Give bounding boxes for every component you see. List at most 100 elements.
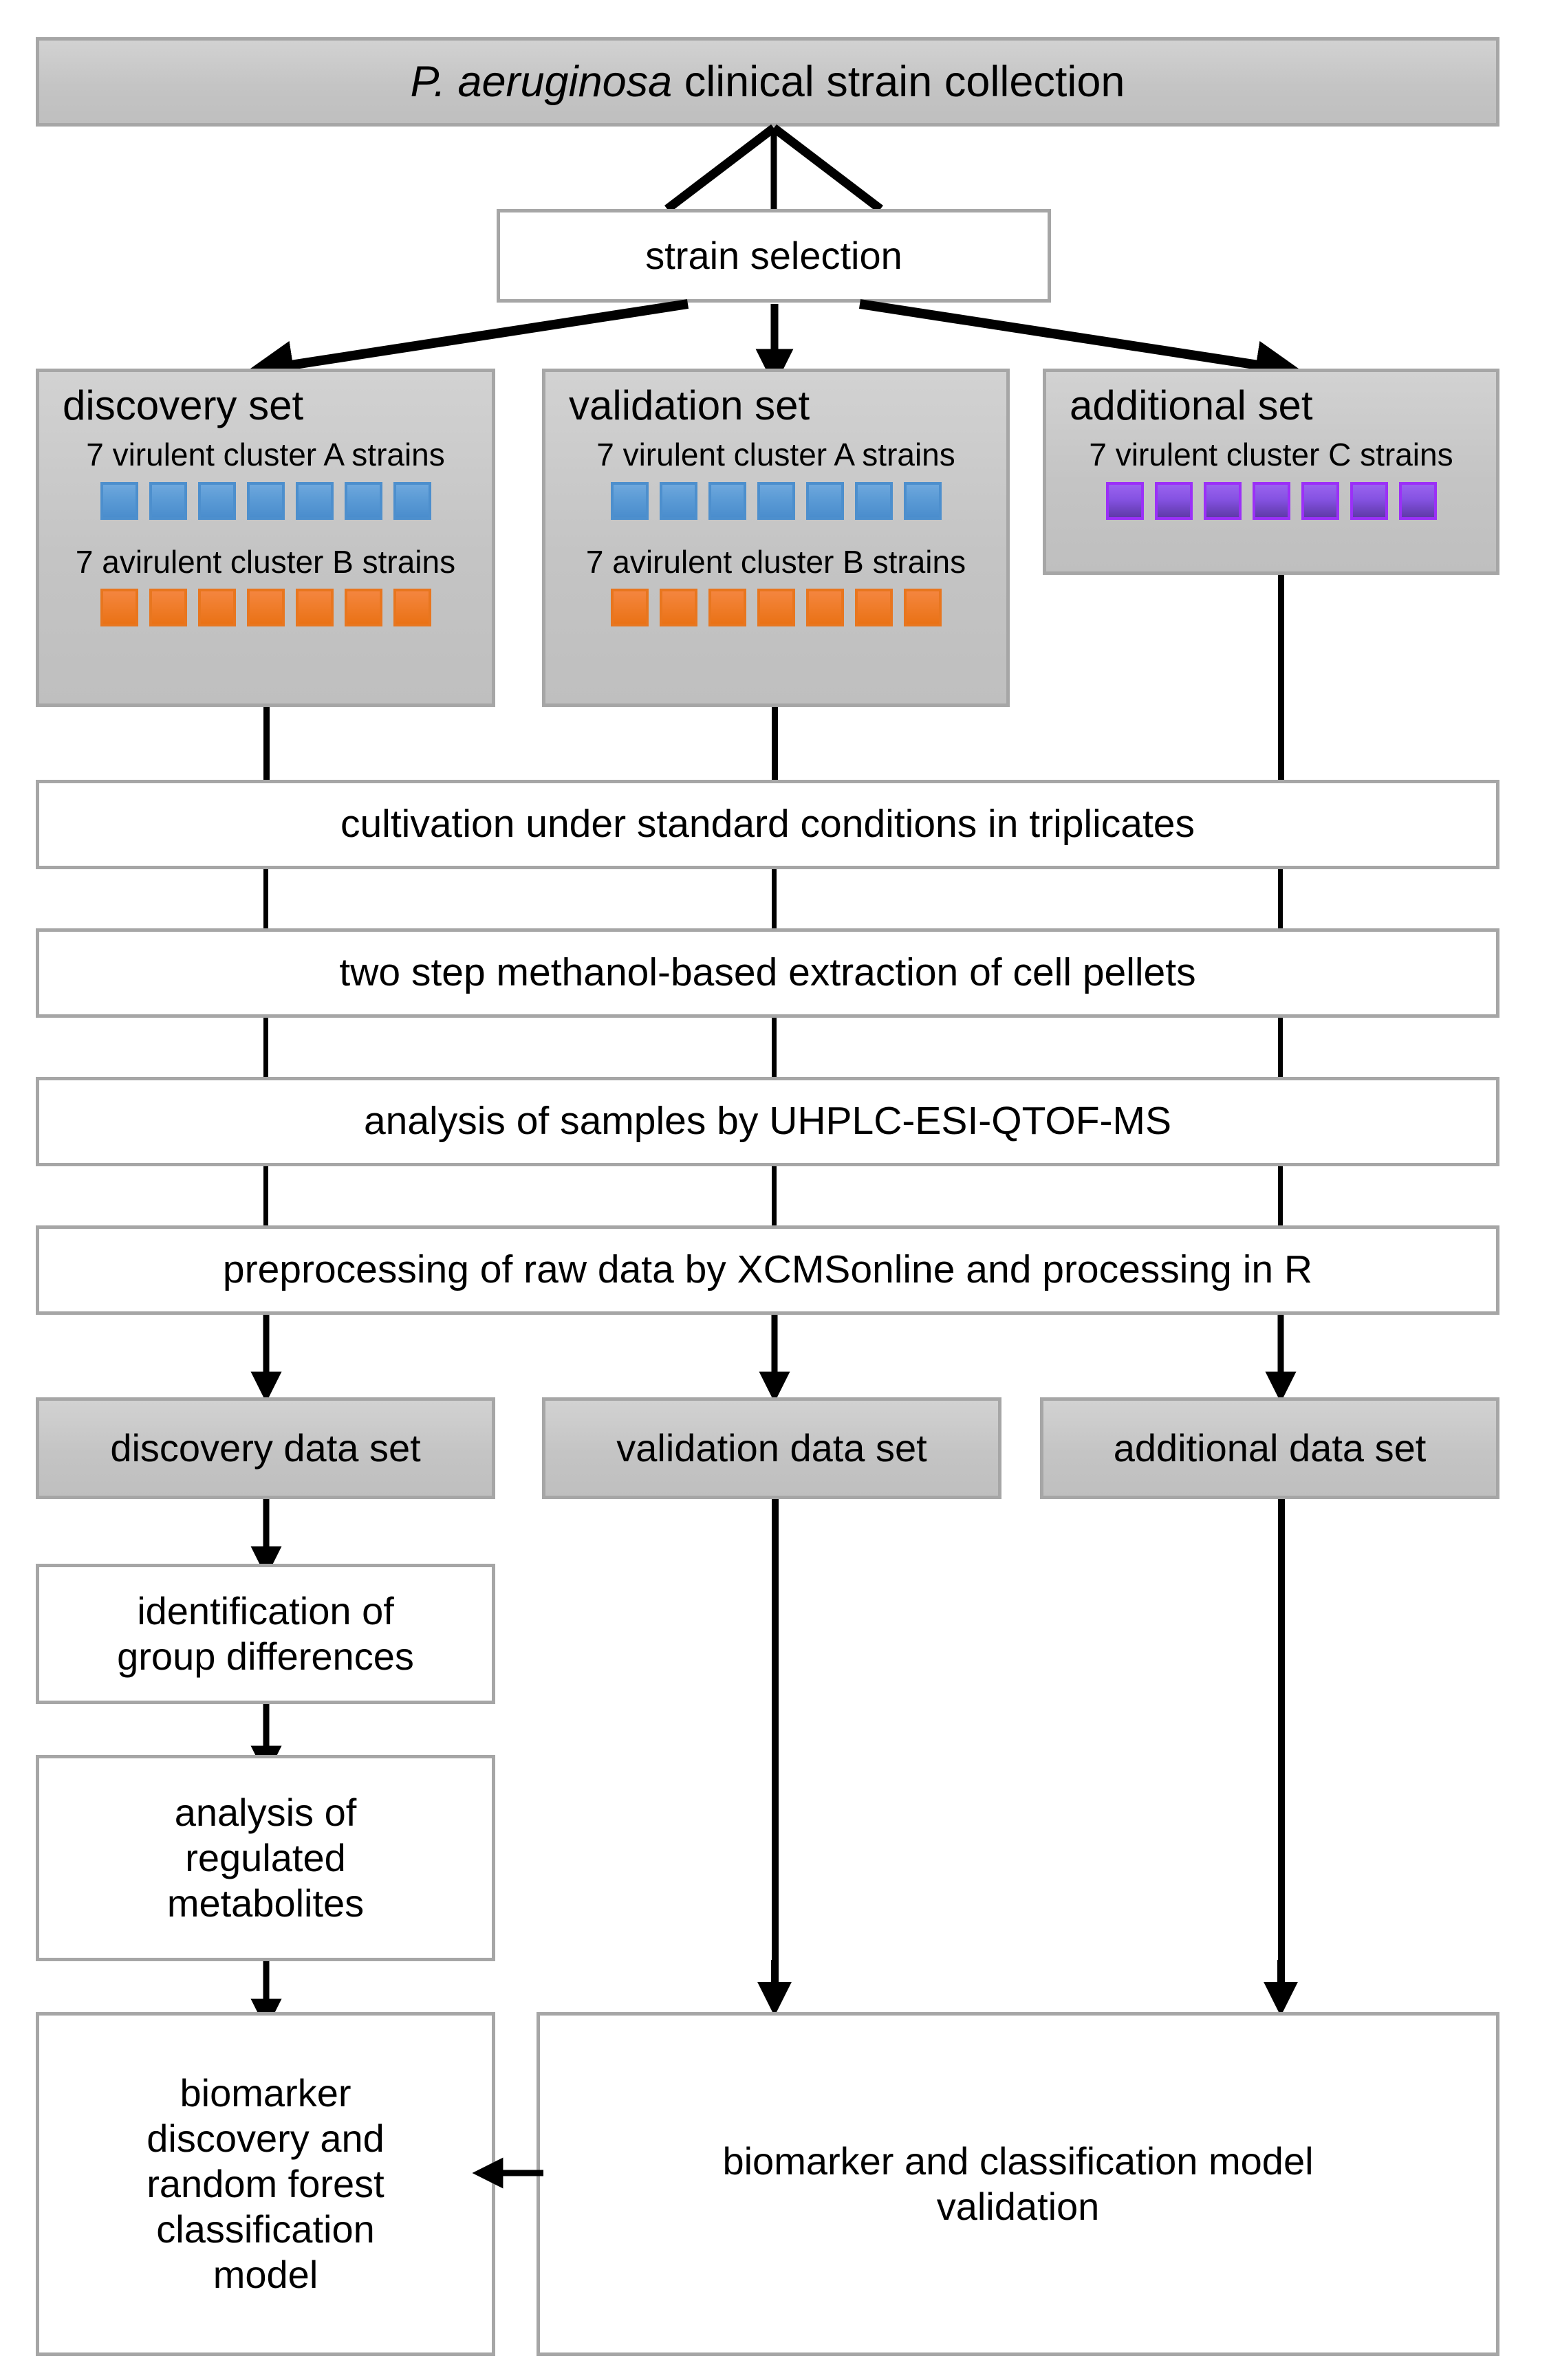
connector-step2-step3-left xyxy=(263,1018,268,1077)
connector-additional-dataset-long xyxy=(1278,1499,1285,1989)
connector-step2-step3-mid xyxy=(772,1018,777,1077)
node-analysis-line-1: regulated xyxy=(185,1835,346,1879)
strain-chip xyxy=(246,481,285,520)
connector-step3-step4-left xyxy=(263,1166,268,1225)
strain-chip xyxy=(197,481,236,520)
node-ms-analysis-label: analysis of samples by UHPLC-ESI-QTOF-MS xyxy=(363,1099,1172,1144)
connector-selection-to-sets xyxy=(245,299,1304,389)
strain-chip xyxy=(393,481,431,520)
node-validation-data-set-label: validation data set xyxy=(616,1426,927,1470)
connector-step3-step4-right xyxy=(1278,1166,1283,1225)
node-biomarker-line-4: model xyxy=(213,2253,318,2297)
node-strain-selection-label: strain selection xyxy=(645,233,902,277)
strain-chip xyxy=(1398,481,1437,520)
strain-chip xyxy=(903,481,942,520)
node-cultivation: cultivation under standard conditions in… xyxy=(36,780,1499,869)
node-discovery-data-set: discovery data set xyxy=(36,1397,495,1499)
strain-chip xyxy=(100,589,138,627)
node-strain-collection: P. aeruginosa clinical strain collection xyxy=(36,37,1499,127)
set-additional: additional set 7 virulent cluster C stra… xyxy=(1043,369,1499,575)
strain-chip xyxy=(757,481,795,520)
set-validation-group-1-chips xyxy=(610,589,942,627)
connector-step1-step2-mid xyxy=(772,869,777,928)
node-cultivation-label: cultivation under standard conditions in… xyxy=(340,802,1195,847)
node-strain-collection-label: P. aeruginosa clinical strain collection xyxy=(411,56,1125,107)
strain-chip xyxy=(197,589,236,627)
node-identification-line-1: group differences xyxy=(117,1635,414,1678)
strain-chip xyxy=(757,589,795,627)
set-discovery-group-0-label: 7 virulent cluster A strains xyxy=(86,437,445,472)
strain-chip xyxy=(1252,481,1290,520)
node-validation-data-set: validation data set xyxy=(542,1397,1001,1499)
strain-chip xyxy=(659,589,697,627)
strain-chip xyxy=(246,589,285,627)
node-analysis-line-2: metabolites xyxy=(166,1881,365,1925)
node-additional-data-set-label: additional data set xyxy=(1113,1426,1427,1470)
strain-chip xyxy=(708,589,746,627)
set-discovery-group-0-chips xyxy=(100,481,431,520)
connector-step3-step4-mid xyxy=(772,1166,777,1225)
strain-chip xyxy=(1154,481,1193,520)
strain-chip xyxy=(854,589,893,627)
strain-chip xyxy=(1105,481,1144,520)
strain-chip xyxy=(854,481,893,520)
strain-chip xyxy=(659,481,697,520)
set-validation-group-1-label: 7 avirulent cluster B strains xyxy=(585,543,966,580)
node-analysis-regulated-metabolites: analysis of regulated metabolites xyxy=(36,1755,495,1961)
node-biomarker-line-3: classification xyxy=(156,2207,375,2251)
node-biomarker-line-2: random forest xyxy=(147,2161,384,2205)
set-validation-group-0-label: 7 virulent cluster A strains xyxy=(596,437,955,472)
node-validation-result-line-1: validation xyxy=(936,2185,1100,2228)
node-biomarker-discovery-random-forest: biomarker discovery and random forest cl… xyxy=(36,2012,495,2356)
strain-chip xyxy=(100,481,138,520)
strain-chip xyxy=(149,481,187,520)
connector-validation-to-cultivation xyxy=(772,707,778,780)
species-name-italic: P. aeruginosa xyxy=(410,57,673,106)
set-additional-group-0-chips xyxy=(1105,481,1437,520)
node-ms-analysis: analysis of samples by UHPLC-ESI-QTOF-MS xyxy=(36,1077,1499,1166)
node-preprocessing: preprocessing of raw data by XCMSonline … xyxy=(36,1225,1499,1315)
connector-selection-to-collection xyxy=(664,124,883,213)
node-biomarker-line-1: discovery and xyxy=(147,2116,384,2160)
node-identification-group-differences: identification of group differences xyxy=(36,1564,495,1704)
node-biomarker-classification-validation: biomarker and classification model valid… xyxy=(537,2012,1499,2356)
set-validation: validation set 7 virulent cluster A stra… xyxy=(542,369,1010,707)
connector-preprocessing-to-datasets xyxy=(250,1315,1297,1403)
connector-discovery-to-cultivation xyxy=(263,707,270,780)
node-additional-data-set: additional data set xyxy=(1040,1397,1499,1499)
node-analysis-line-0: analysis of xyxy=(174,1790,357,1834)
node-biomarker-line-0: biomarker xyxy=(180,2071,351,2115)
strain-chip xyxy=(708,481,746,520)
set-discovery-title: discovery set xyxy=(63,382,304,428)
node-identification-line-0: identification of xyxy=(137,1589,394,1633)
node-extraction: two step methanol-based extraction of ce… xyxy=(36,928,1499,1018)
node-validation-result-line-0: biomarker and classification model xyxy=(722,2139,1314,2183)
node-strain-selection: strain selection xyxy=(497,209,1051,303)
node-extraction-label: two step methanol-based extraction of ce… xyxy=(339,950,1196,995)
set-validation-title: validation set xyxy=(569,382,810,428)
strain-chip xyxy=(805,589,844,627)
strain-chip xyxy=(903,589,942,627)
species-name-rest: clinical strain collection xyxy=(672,57,1125,106)
node-discovery-data-set-label: discovery data set xyxy=(110,1426,421,1470)
connector-step1-step2-left xyxy=(263,869,268,928)
set-discovery: discovery set 7 virulent cluster A strai… xyxy=(36,369,495,707)
strain-chip xyxy=(1203,481,1242,520)
set-discovery-group-1-chips xyxy=(100,589,431,627)
set-additional-title: additional set xyxy=(1070,382,1313,428)
node-preprocessing-label: preprocessing of raw data by XCMSonline … xyxy=(222,1247,1313,1292)
set-validation-group-0-chips xyxy=(610,481,942,520)
strain-chip xyxy=(295,589,334,627)
connector-step2-step3-right xyxy=(1278,1018,1283,1077)
strain-chip xyxy=(610,589,649,627)
strain-chip xyxy=(1301,481,1339,520)
strain-chip xyxy=(1350,481,1388,520)
set-discovery-group-1-label: 7 avirulent cluster B strains xyxy=(75,543,456,580)
strain-chip xyxy=(149,589,187,627)
strain-chip xyxy=(344,481,382,520)
connector-discovery-dataset-to-identification xyxy=(250,1499,282,1577)
connector-validation-dataset-long xyxy=(772,1499,779,1989)
strain-chip xyxy=(610,481,649,520)
strain-chip xyxy=(344,589,382,627)
